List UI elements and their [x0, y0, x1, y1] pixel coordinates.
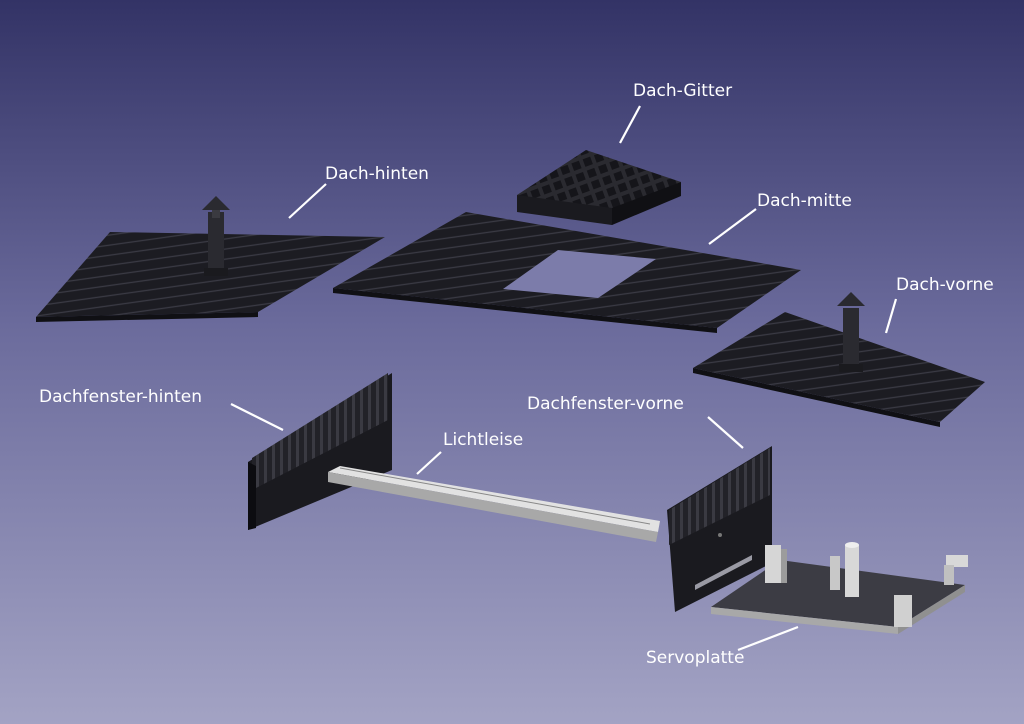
leader-lichtleise: [416, 451, 442, 475]
roof-opening: [503, 250, 656, 298]
label-dach-vorne: Dach-vorne: [896, 275, 994, 295]
servo-post: [845, 545, 859, 597]
leader-dach-gitter: [619, 105, 641, 144]
part-dachfenster-vorne[interactable]: [667, 446, 772, 612]
chimney-hinten: [202, 196, 230, 276]
part-dachfenster-hinten[interactable]: [248, 373, 392, 530]
label-dach-mitte: Dach-mitte: [757, 191, 852, 211]
leader-lines: [230, 105, 898, 652]
label-lichtleise: Lichtleise: [443, 430, 524, 450]
leader-dachfenster-vorne: [707, 416, 744, 449]
part-dach-mitte[interactable]: [333, 212, 801, 333]
leader-dach-vorne: [884, 298, 898, 334]
label-servoplatte: Servoplatte: [646, 648, 745, 668]
leader-dach-mitte: [708, 208, 757, 245]
part-lichtleise[interactable]: [328, 466, 660, 542]
part-dach-vorne[interactable]: [693, 292, 985, 427]
leader-servoplatte: [737, 625, 799, 652]
leader-dachfenster-hinten: [230, 403, 284, 431]
label-dach-gitter: Dach-Gitter: [633, 81, 733, 101]
label-dach-hinten: Dach-hinten: [325, 164, 429, 184]
chimney-vorne: [837, 292, 865, 372]
part-dach-hinten[interactable]: [36, 196, 385, 322]
label-dachfenster-hinten: Dachfenster-hinten: [39, 387, 203, 407]
leader-dach-hinten: [288, 183, 327, 219]
part-dach-gitter[interactable]: [517, 150, 681, 225]
mount-bracket: [765, 545, 781, 583]
part-servoplatte[interactable]: [711, 542, 968, 634]
label-dachfenster-vorne: Dachfenster-vorne: [527, 394, 684, 414]
